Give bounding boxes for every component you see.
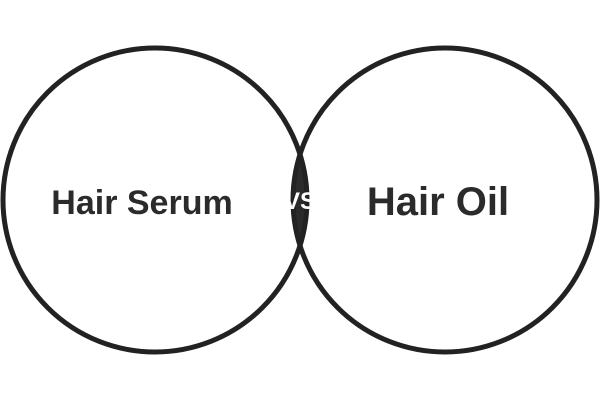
left-circle: [0, 45, 310, 355]
left-label: Hair Serum: [51, 184, 232, 222]
right-label: Hair Oil: [367, 180, 509, 224]
center-label: VS: [284, 188, 316, 215]
right-circle: [290, 45, 600, 355]
